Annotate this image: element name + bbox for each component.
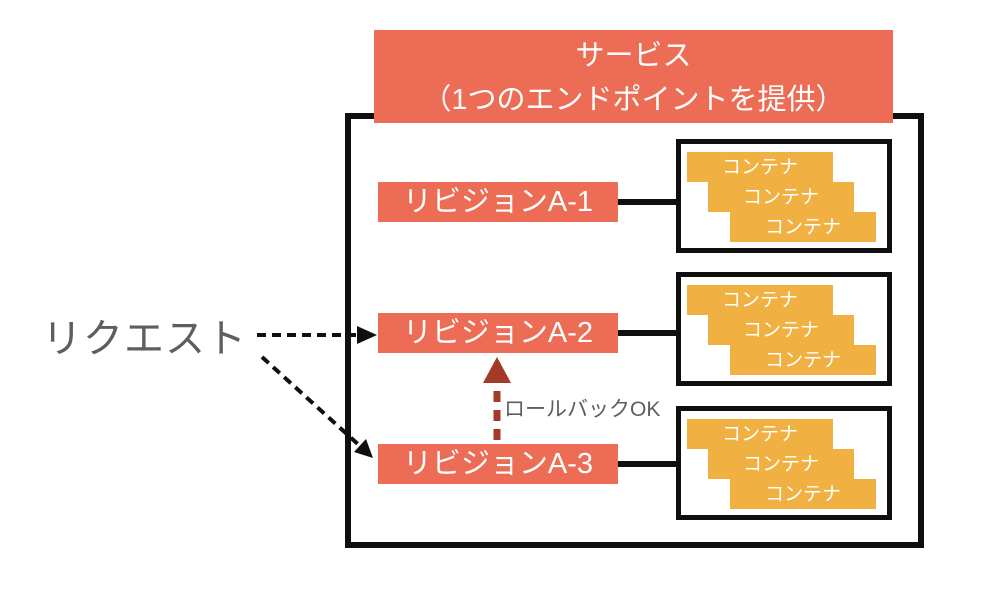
connector-line-a1: [614, 199, 682, 205]
container-chip: コンテナ: [687, 285, 833, 315]
container-chip: コンテナ: [708, 182, 854, 212]
container-chip: コンテナ: [730, 479, 876, 509]
revision-box-a3: リビジョンA-3: [378, 444, 618, 484]
service-title-line1: サービス: [575, 40, 692, 72]
rollback-label: ロールバックOK: [504, 398, 661, 421]
container-chip: コンテナ: [730, 345, 876, 375]
service-title-line2: （1つのエンドポイントを提供）: [422, 84, 845, 116]
connector-line-a3: [614, 461, 682, 467]
connector-line-a2: [614, 330, 682, 336]
container-chip: コンテナ: [708, 449, 854, 479]
container-chip: コンテナ: [730, 212, 876, 242]
revision-box-a1: リビジョンA-1: [378, 182, 618, 222]
request-label: リクエスト: [42, 317, 247, 361]
container-chip: コンテナ: [687, 152, 833, 182]
container-chip: コンテナ: [708, 315, 854, 345]
container-chip: コンテナ: [687, 419, 833, 449]
container-group-a3: コンテナ コンテナ コンテナ: [676, 406, 892, 520]
container-group-a1: コンテナ コンテナ コンテナ: [676, 139, 892, 253]
service-title-box: サービス （1つのエンドポイントを提供）: [374, 30, 893, 123]
container-group-a2: コンテナ コンテナ コンテナ: [676, 272, 892, 386]
revision-box-a2: リビジョンA-2: [378, 313, 618, 353]
